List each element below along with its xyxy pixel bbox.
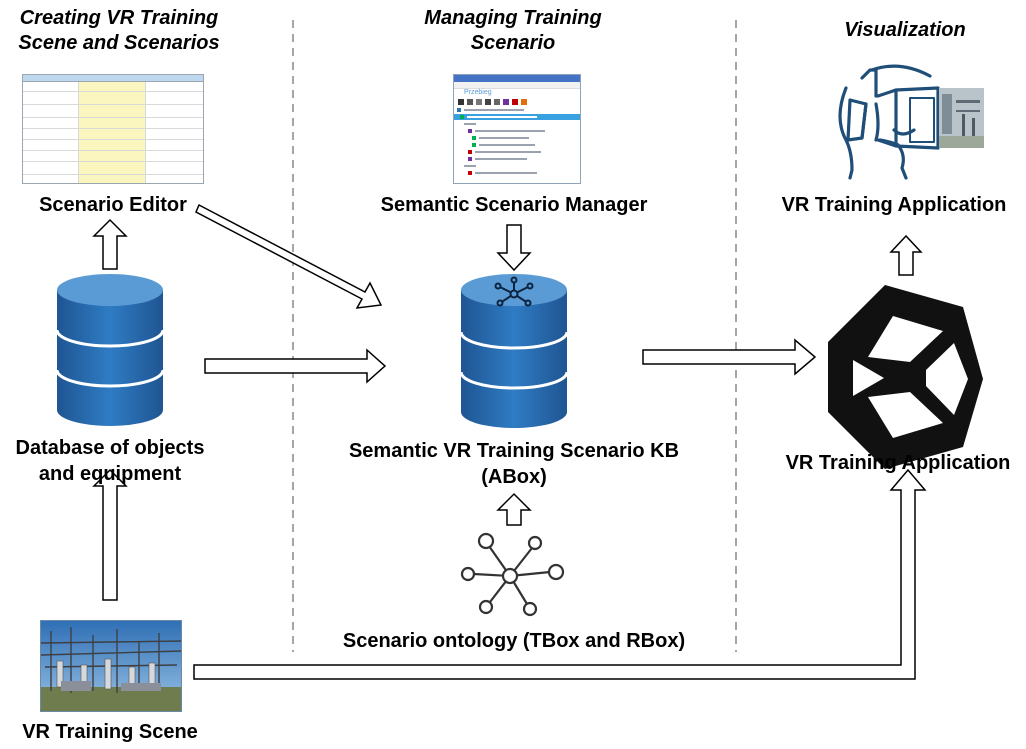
arrow-db-to-kb [204,348,387,384]
manager-scenario-name: Przebieg [464,89,492,96]
arrow-ontology-to-kb [496,492,532,526]
label-database-line1: Database of objects [15,437,205,459]
vr-headset-icon [838,64,940,180]
label-ontology: Scenario ontology (TBox and RBox) [342,630,686,652]
arrow-scene-to-app [193,468,927,680]
unity-logo-icon [828,285,983,469]
label-semantic-manager: Semantic Scenario Manager [380,194,648,216]
label-scenario-editor: Scenario Editor [39,194,187,216]
arrow-kb-to-unity [642,338,817,376]
label-database-line2: and equipment [38,463,182,485]
ontology-graph-icon [460,532,565,617]
knowledge-base-icon [459,274,569,428]
header-creating: Creating VR Training Scene and Scenarios [18,7,220,54]
label-kb-line1: Semantic VR Training Scenario KB [348,440,680,462]
arrow-scene-to-db [92,468,128,601]
vr-training-scene-image [40,620,182,712]
arrow-editor-to-kb [195,203,383,309]
label-vr-scene: VR Training Scene [22,721,198,743]
label-vr-app-mid: VR Training Application [785,452,1011,474]
database-icon [55,274,165,426]
header-visualization: Visualization [844,19,966,41]
arrow-manager-to-kb [496,224,532,272]
arrow-unity-to-app [889,234,923,276]
label-vr-app-top: VR Training Application [781,194,1007,216]
arrow-db-to-editor [92,218,128,270]
semantic-manager-thumbnail: Przebieg [453,74,581,184]
scenario-editor-thumbnail [22,74,204,184]
header-managing: Managing Training Scenario [424,7,602,54]
label-kb-line2: (ABox) [481,466,547,488]
